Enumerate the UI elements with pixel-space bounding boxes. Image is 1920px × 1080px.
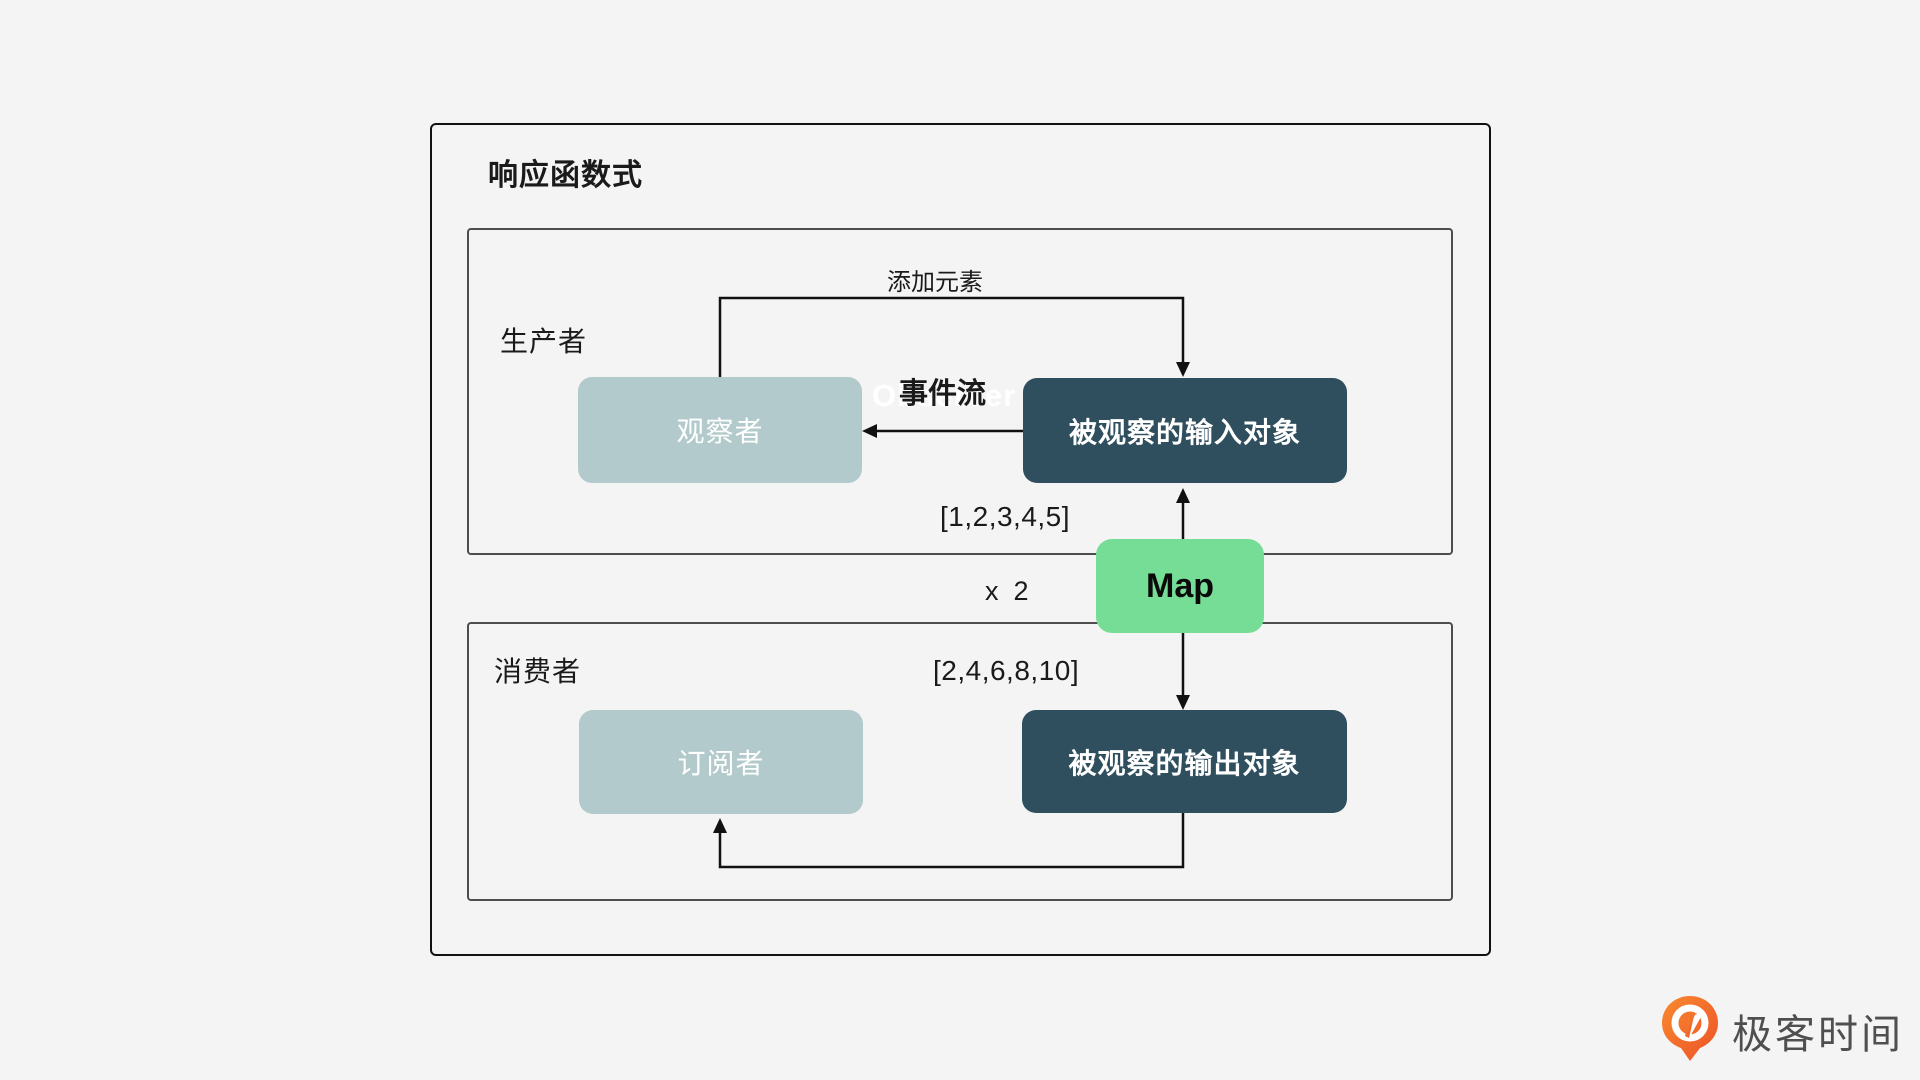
output-list-label: [2,4,6,8,10]: [933, 655, 1080, 686]
observed-input-node-label: 被观察的输入对象: [1068, 416, 1301, 448]
observer-node: 观察者: [578, 377, 862, 483]
page-title: 响应函数式: [488, 159, 643, 192]
geektime-logo-icon: [1658, 994, 1722, 1067]
reactive-functional-frame: [430, 123, 1491, 956]
consumer-label: 消费者: [494, 656, 582, 687]
consumer-section: [467, 622, 1453, 901]
observed-output-node: 被观察的输出对象: [1022, 710, 1347, 813]
map-operator-node: Map: [1096, 539, 1264, 633]
producer-label: 生产者: [500, 326, 588, 357]
observed-input-node: 被观察的输入对象: [1023, 378, 1347, 483]
input-list-label: [1,2,3,4,5]: [940, 501, 1071, 532]
add-element-label: 添加元素: [887, 269, 983, 296]
event-stream-label: 事件流: [899, 378, 987, 410]
producer-section: [467, 228, 1453, 555]
map-operator-label: Map: [1146, 566, 1214, 605]
brand-footer: 极客时间: [1658, 994, 1904, 1067]
map-operation-label: x 2: [985, 576, 1029, 606]
observed-output-node-label: 被观察的输出对象: [1068, 747, 1301, 779]
subscriber-node: 订阅者: [579, 710, 863, 814]
observer-node-label: 观察者: [676, 416, 764, 447]
subscriber-node-label: 订阅者: [677, 748, 765, 779]
observer-watermark-text: Observer: [872, 378, 1017, 413]
brand-name: 极客时间: [1732, 1012, 1904, 1057]
